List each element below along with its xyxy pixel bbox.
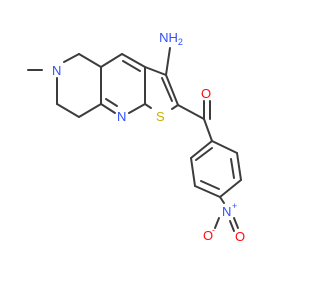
bond-c5-c4b [78, 53, 102, 68]
amine-n-label: N [52, 63, 61, 78]
amino-subscript: 2 [178, 37, 183, 47]
bond-c7-c4a [78, 103, 102, 118]
bond-ph-3 [219, 179, 242, 198]
atom-labels: NH2 N N S O N + O - O [52, 30, 245, 244]
amino-nh: NH [159, 30, 178, 45]
bond-ph-6 [190, 140, 213, 159]
ketone-o-label: O [201, 86, 211, 101]
bond-n-c5 [63, 53, 80, 63]
bond-ph-6-inner [195, 147, 213, 161]
bond-ph-2 [236, 152, 242, 181]
bond-c4b-c4 [100, 53, 123, 68]
bond-c7a-s [144, 103, 152, 109]
bond-n-o-single [214, 217, 220, 229]
bond-c3-nh2 [165, 47, 171, 76]
nitro-o-double-label: O [235, 229, 245, 244]
bond-ph-5 [190, 157, 196, 187]
bond-c2-c3-inner [161, 77, 173, 102]
pyridine-n-label: N [117, 109, 126, 124]
bond-ph-no2 [219, 196, 225, 204]
bond-n-o-double [233, 217, 239, 229]
molecule-drawing: NH2 N N S O N + O - O [27, 30, 245, 244]
bond-c7a-npy [128, 103, 146, 114]
bond-s-c2 [171, 104, 179, 110]
amino-label: NH2 [159, 30, 183, 47]
nitro-o-charge: - [212, 225, 215, 235]
structure-canvas: NH2 N N S O N + O - O [27, 30, 246, 244]
bond-co-ph [203, 118, 213, 142]
bond-c4-c3a [121, 53, 146, 68]
sulfur-label: S [156, 109, 165, 124]
bond-ph-1 [211, 140, 238, 154]
bond-c8-c7 [56, 103, 80, 118]
bond-npy-c4a [100, 103, 116, 114]
bond-ph-4 [194, 185, 221, 198]
bond-ph-4-inner [200, 180, 220, 190]
nitro-n-charge: + [232, 201, 237, 211]
bond-npy-c4a-inner [105, 98, 118, 107]
bond-c2-c3 [165, 74, 179, 106]
bond-ph-2-inner [230, 158, 235, 179]
bond-c3-c3a [144, 66, 167, 76]
bonds [27, 47, 242, 232]
nitro-n-label: N [222, 204, 231, 219]
bond-n-o-double-inner [229, 220, 235, 232]
bond-c4-c3a-inner [122, 60, 141, 72]
nitro-o-single-label: O [203, 228, 213, 243]
bond-c2-co [177, 104, 205, 120]
